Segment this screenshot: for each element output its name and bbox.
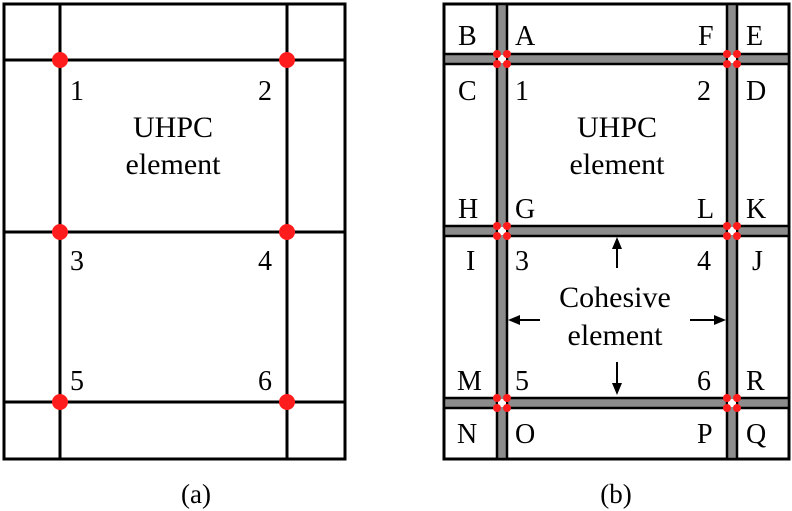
node-a-3 (52, 224, 68, 240)
panel-a: 1 2 3 4 5 6 UHPC element (a) (2, 2, 347, 509)
junction-4 (728, 227, 736, 235)
corner-label-H: H (458, 194, 478, 225)
arrow-down (612, 362, 622, 395)
cohesive-strip-h3 (442, 396, 791, 410)
junction-5 (498, 399, 506, 407)
uhpc-element-label-b-line2: element (570, 148, 666, 181)
arrow-left (508, 315, 540, 325)
corner-label-G: G (515, 194, 535, 225)
node-group-b-3 (493, 222, 511, 240)
corner-label-C: C (458, 76, 477, 107)
cohesive-element-label-line2: element (568, 319, 664, 352)
node-a-1 (52, 52, 68, 68)
corner-label-A: A (515, 21, 536, 52)
node-label-a-1: 1 (70, 76, 84, 107)
node-label-b-6: 6 (697, 366, 711, 397)
corner-label-B: B (458, 21, 477, 52)
cohesive-strip-h1 (442, 52, 791, 66)
node-group-b-1 (493, 50, 511, 68)
corner-label-K: K (746, 194, 766, 225)
node-label-b-5: 5 (515, 366, 529, 397)
corner-label-Q: Q (746, 419, 766, 450)
corner-label-L: L (697, 194, 714, 225)
node-a-4 (279, 224, 295, 240)
node-label-b-1: 1 (515, 76, 529, 107)
node-group-b-6 (723, 394, 741, 412)
arrow-up (612, 237, 622, 268)
corner-label-N: N (457, 419, 477, 450)
node-a-2 (279, 52, 295, 68)
cohesive-strip-h2 (442, 224, 791, 238)
node-a-6 (279, 394, 295, 410)
junction-1 (498, 55, 506, 63)
junction-6 (728, 399, 736, 407)
node-group-b-2 (723, 50, 741, 68)
node-label-b-4: 4 (697, 246, 711, 277)
corner-label-E: E (746, 21, 763, 52)
node-label-a-6: 6 (258, 366, 272, 397)
cohesive-element-label-line1: Cohesive (559, 281, 671, 314)
node-label-a-2: 2 (258, 76, 272, 107)
uhpc-element-label-a-line1: UHPC (133, 111, 213, 144)
node-label-a-4: 4 (258, 246, 272, 277)
corner-label-J: J (752, 246, 763, 277)
caption-b: (b) (600, 479, 631, 509)
uhpc-element-label-b-line1: UHPC (577, 111, 657, 144)
corner-label-F: F (698, 21, 714, 52)
corner-label-D: D (746, 76, 766, 107)
corner-label-I: I (466, 246, 475, 277)
corner-label-P: P (697, 419, 713, 450)
uhpc-element-label-a-line2: element (126, 148, 222, 181)
node-label-b-3: 3 (515, 246, 529, 277)
corner-label-M: M (457, 366, 482, 397)
arrow-right (690, 315, 726, 325)
node-label-a-5: 5 (70, 366, 84, 397)
node-label-b-2: 2 (697, 76, 711, 107)
caption-a: (a) (181, 479, 211, 509)
node-label-a-3: 3 (70, 246, 84, 277)
junction-2 (728, 55, 736, 63)
node-group-b-5 (493, 394, 511, 412)
junction-3 (498, 227, 506, 235)
node-a-5 (52, 394, 68, 410)
corner-label-R: R (746, 366, 765, 397)
corner-label-O: O (515, 419, 535, 450)
node-group-b-4 (723, 222, 741, 240)
panel-b: 1 2 3 4 5 6 B A F E C D H G L K I J M R … (442, 2, 791, 509)
